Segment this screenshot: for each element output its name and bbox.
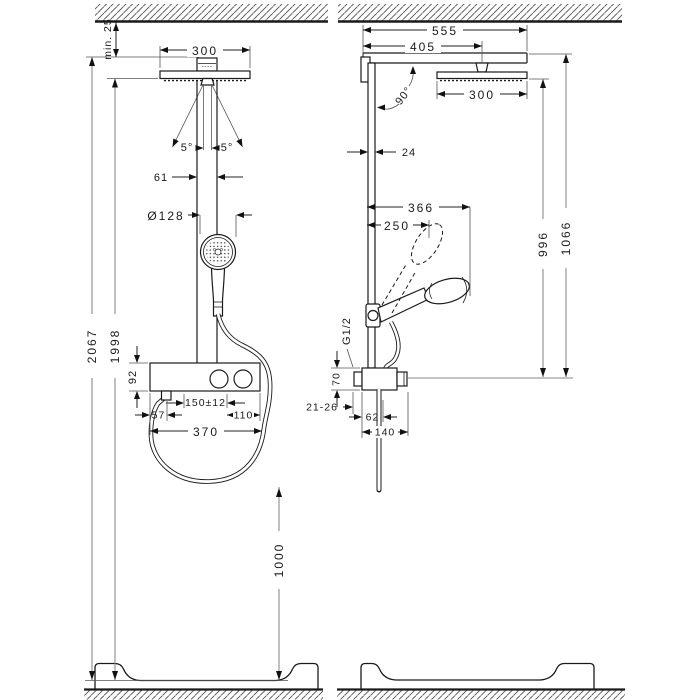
shower-column-side bbox=[360, 52, 528, 369]
ceiling-front bbox=[95, 4, 328, 23]
dim-shelf-width: 370 bbox=[193, 425, 219, 439]
shower-tray-side bbox=[360, 662, 595, 689]
dim-hose-clearance: 1000 bbox=[272, 543, 286, 578]
dim-min-ceiling: min. 25 bbox=[102, 18, 114, 59]
shower-tray-front bbox=[94, 662, 319, 689]
dim-height-1066: 1066 bbox=[559, 221, 573, 256]
thermostat-shelf-front bbox=[149, 362, 261, 392]
side-dimensions: 555 405 300 90° bbox=[306, 23, 573, 439]
overhead-shower-side bbox=[436, 62, 528, 82]
floor-side bbox=[337, 688, 625, 700]
hand-shower-alt-position bbox=[381, 223, 444, 314]
dim-height-996: 996 bbox=[536, 231, 550, 257]
thermostat-side bbox=[353, 367, 408, 391]
dim-outlet-offset: 62 bbox=[366, 412, 380, 424]
dim-handshower-diameter: Ø128 bbox=[147, 209, 184, 223]
overhead-shower-front bbox=[159, 57, 251, 86]
dim-head-depth: 300 bbox=[469, 88, 495, 102]
hose-outlet-nipple bbox=[160, 390, 172, 401]
dim-shelf-height: 92 bbox=[127, 370, 139, 384]
dim-arm-angle: 90° bbox=[393, 85, 415, 108]
dim-arm-total: 555 bbox=[432, 24, 458, 38]
dim-column-depth: 24 bbox=[402, 147, 416, 159]
hand-shower-front bbox=[199, 233, 237, 317]
knob-right bbox=[233, 369, 253, 389]
dim-column-width: 61 bbox=[154, 172, 168, 184]
shower-hose-side bbox=[383, 320, 401, 370]
knob-left bbox=[209, 369, 229, 389]
ceiling-side bbox=[338, 4, 622, 23]
dim-body-depth: 140 bbox=[375, 427, 396, 439]
dim-spray-angle-right: 5° bbox=[221, 142, 234, 154]
front-dimensions: min. 25 2067 1998 300 5° 5° bbox=[85, 18, 288, 681]
side-view: 555 405 300 90° bbox=[306, 4, 625, 700]
dim-arm-center: 405 bbox=[410, 40, 436, 54]
dim-connection-spacing: 150±12 bbox=[185, 397, 226, 409]
floor-front bbox=[84, 688, 323, 700]
hand-shower-side bbox=[365, 276, 470, 328]
dim-knob-offset: 110 bbox=[234, 410, 254, 422]
dim-wall-tolerance: 21-26 bbox=[306, 402, 338, 414]
dim-reach-366: 366 bbox=[408, 201, 434, 215]
dim-total-height: 2067 bbox=[85, 329, 99, 364]
front-view: min. 25 2067 1998 300 5° 5° bbox=[84, 4, 328, 700]
dim-head-height: 1998 bbox=[108, 329, 122, 364]
label-thread: G1/2 bbox=[341, 317, 353, 345]
dim-body-height: 70 bbox=[331, 372, 343, 386]
dim-spray-angle-left: 5° bbox=[181, 142, 194, 154]
dim-head-width-front: 300 bbox=[192, 44, 218, 58]
shower-hose-front bbox=[148, 313, 273, 484]
dim-reach-250: 250 bbox=[384, 219, 410, 233]
dim-hose-outlet-offset: 57 bbox=[152, 410, 166, 422]
